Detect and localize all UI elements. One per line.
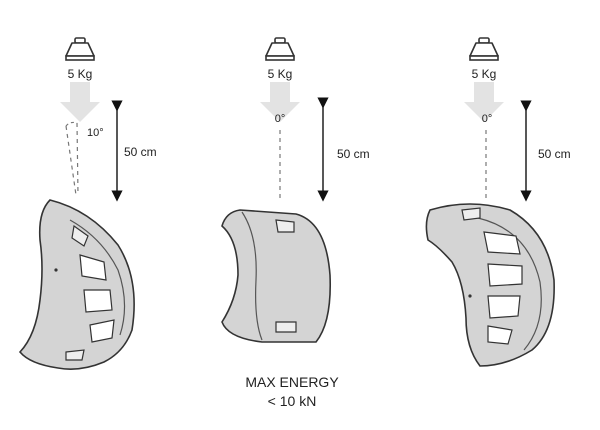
vertical-line [76, 122, 79, 196]
height-label: 50 cm [337, 147, 370, 161]
tilt-line [65, 125, 77, 196]
weight-icon [65, 37, 95, 61]
angle-label: 10° [87, 127, 104, 139]
result-line-2: < 10 kN [268, 393, 317, 409]
angle-label: 0° [482, 113, 493, 125]
test-2: 5 Kg 0° 50 cm [221, 37, 370, 343]
helmet-tilted [18, 199, 135, 370]
angle-arc [65, 121, 78, 127]
weight-label: 5 Kg [472, 67, 497, 81]
angle-label: 0° [275, 113, 286, 125]
height-label: 50 cm [124, 145, 157, 159]
test-3: 5 Kg 0° 50 cm [425, 37, 571, 367]
result-line-1: MAX ENERGY [245, 374, 339, 390]
weight-label: 5 Kg [268, 67, 293, 81]
helmet-level [221, 209, 332, 343]
test-1: 5 Kg 10° 50 cm [18, 37, 157, 370]
weight-icon [469, 37, 499, 61]
height-label: 50 cm [538, 147, 571, 161]
helmet-rear [425, 203, 555, 367]
weight-label: 5 Kg [68, 67, 93, 81]
drop-arrow-icon [60, 82, 100, 122]
weight-icon [265, 37, 295, 61]
